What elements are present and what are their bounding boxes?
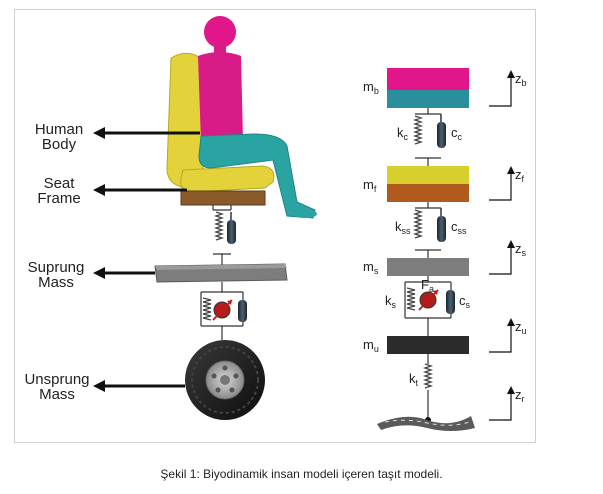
zf-arrow xyxy=(489,166,515,201)
label-zb: zb xyxy=(515,71,527,88)
label-unsprung-mass: Unsprung Mass xyxy=(24,371,90,403)
human-head xyxy=(204,16,236,48)
mass-mb-top xyxy=(387,68,469,90)
label-kss: kss xyxy=(395,219,411,236)
seat-spring xyxy=(213,211,225,241)
label-css: css xyxy=(451,219,467,236)
label-ks: ks xyxy=(385,293,396,310)
main-damper xyxy=(238,300,247,322)
tyre-spring xyxy=(422,363,434,389)
label-zr: zr xyxy=(515,387,525,404)
label-kc: kc xyxy=(397,125,408,142)
label-kt: kt xyxy=(409,371,419,388)
label-suprung-mass: Suprung Mass xyxy=(27,259,85,291)
human-legs xyxy=(198,133,316,219)
label-mf: mf xyxy=(363,177,377,194)
seat-damper xyxy=(227,220,236,244)
zr-arrow xyxy=(489,386,515,421)
human-torso xyxy=(198,52,243,142)
mass-mf-top xyxy=(387,166,469,184)
figure-caption: Şekil 1: Biyodinamik insan modeli içeren… xyxy=(160,467,443,481)
zb-arrow xyxy=(489,70,515,107)
mass-mu xyxy=(387,336,469,354)
zs-arrow xyxy=(489,240,515,275)
label-mb: mb xyxy=(363,79,379,96)
label-mu: mu xyxy=(363,337,379,354)
road-surface xyxy=(377,416,475,431)
label-human-body: Human Body xyxy=(34,121,84,153)
label-zu: zu xyxy=(515,319,527,336)
label-zs: zs xyxy=(515,241,526,258)
arrow-seat-frame xyxy=(93,184,187,196)
label-fa: Fa xyxy=(421,277,434,294)
label-seat-frame: Seat Frame xyxy=(37,175,81,207)
arrow-unsprung-mass xyxy=(93,380,185,392)
zu-arrow xyxy=(489,318,515,353)
seat-cushion xyxy=(180,165,275,193)
arrow-human-body xyxy=(93,127,200,139)
figure-frame: Human Body Seat Frame Suprung Mass Unspr… xyxy=(14,9,536,443)
label-zf: zf xyxy=(515,167,525,184)
mass-ms xyxy=(387,258,469,276)
seat-frame-block xyxy=(180,190,266,206)
main-spring xyxy=(202,297,212,321)
diagram xyxy=(93,16,515,431)
label-cc: cc xyxy=(451,125,462,142)
label-cs: cs xyxy=(459,293,470,310)
arrow-suprung-mass xyxy=(93,267,155,279)
mass-mf-bottom xyxy=(387,184,469,202)
label-ms: ms xyxy=(363,259,379,276)
mass-mb-bottom xyxy=(387,90,469,108)
